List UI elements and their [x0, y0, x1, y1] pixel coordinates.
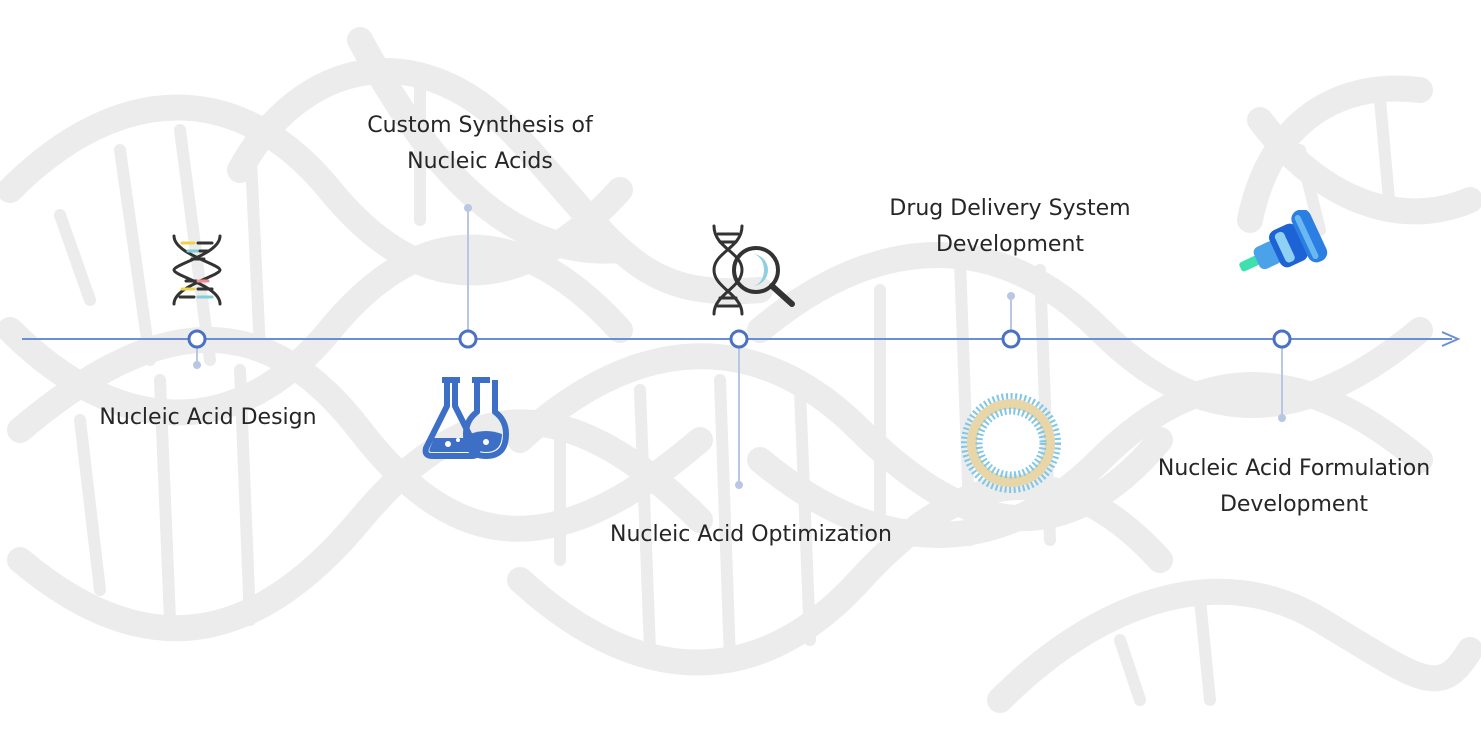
step-5-label-line-1: Nucleic Acid Formulation	[1157, 456, 1431, 481]
flasks-icon	[422, 377, 509, 459]
dna-icon	[172, 234, 222, 306]
timeline-arrowhead	[1441, 331, 1461, 347]
timeline-node-5	[1272, 329, 1292, 349]
connector-dot-3	[735, 481, 743, 489]
step-label-drug-delivery-system: Drug Delivery System Development	[862, 191, 1158, 263]
timeline-node-2	[458, 329, 478, 349]
connector-dot-2	[464, 204, 472, 212]
connector-dot-1	[193, 361, 201, 369]
step-5-label-line-2: Development	[1219, 492, 1369, 517]
connector-dot-4	[1007, 292, 1015, 300]
step-1-label-line-1: Nucleic Acid Design	[99, 405, 317, 430]
timeline-node-3	[729, 329, 749, 349]
dna-magnifier-icon	[712, 224, 795, 316]
step-2-label-line-1: Custom Synthesis of	[367, 113, 593, 138]
step-label-nucleic-acid-design: Nucleic Acid Design	[78, 400, 338, 436]
step-label-nucleic-acid-optimization: Nucleic Acid Optimization	[586, 517, 916, 553]
timeline-node-4	[1001, 329, 1021, 349]
step-4-label-line-2: Development	[935, 232, 1085, 257]
step-4-label-line-1: Drug Delivery System	[889, 196, 1131, 221]
step-label-nucleic-acid-formulation: Nucleic Acid Formulation Development	[1134, 451, 1454, 523]
timeline-node-1	[187, 329, 207, 349]
liposome-icon	[961, 393, 1061, 493]
step-2-label-line-2: Nucleic Acids	[407, 149, 553, 174]
step-3-label-line-1: Nucleic Acid Optimization	[610, 522, 892, 547]
step-label-custom-synthesis: Custom Synthesis of Nucleic Acids	[338, 108, 622, 180]
connector-dot-5	[1278, 414, 1286, 422]
syringe-icon	[1239, 210, 1328, 272]
